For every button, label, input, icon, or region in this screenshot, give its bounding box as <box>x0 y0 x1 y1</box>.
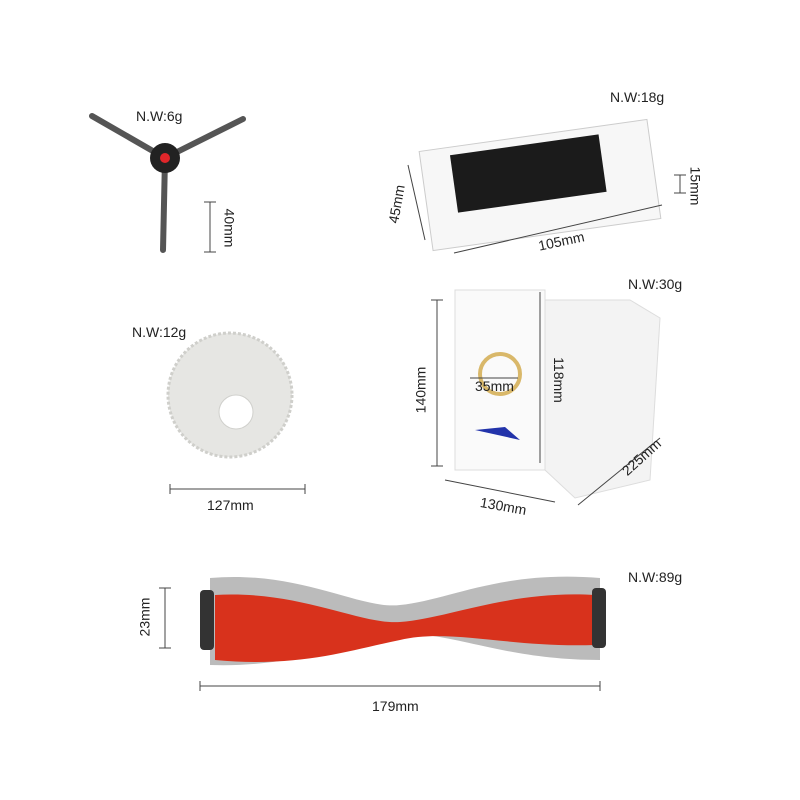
mop-pad-diameter: 127mm <box>207 497 254 513</box>
dust-bag-inner-height: 118mm <box>550 357 567 403</box>
roller-brush-length: 179mm <box>372 698 419 714</box>
dust-bag <box>454 289 661 499</box>
dust-bag-hole-diameter: 35mm <box>475 378 514 394</box>
mop-pad-weight: N.W:12g <box>132 324 187 340</box>
filter-dimension-lines <box>407 164 686 254</box>
roller-brush-weight: N.W:89g <box>628 569 683 585</box>
dust-bag-dimension-lines <box>431 292 661 506</box>
side-brush-weight: N.W:6g <box>136 108 183 124</box>
mop-pad <box>166 331 294 459</box>
side-brush-length: 40mm <box>221 208 238 248</box>
roller-brush-diameter: 23mm <box>136 597 153 637</box>
dust-bag-weight: N.W:30g <box>628 276 683 292</box>
roller-dimension-lines <box>159 587 601 691</box>
filter-weight: N.W:18g <box>610 89 665 105</box>
filter-height: 15mm <box>687 166 704 206</box>
roller-brush <box>200 576 606 666</box>
side-brush <box>89 113 246 253</box>
dimension-line-40mm <box>204 201 216 253</box>
filter <box>418 118 662 252</box>
dust-bag-height: 140mm <box>412 366 429 414</box>
dimension-line-127mm <box>169 484 306 494</box>
